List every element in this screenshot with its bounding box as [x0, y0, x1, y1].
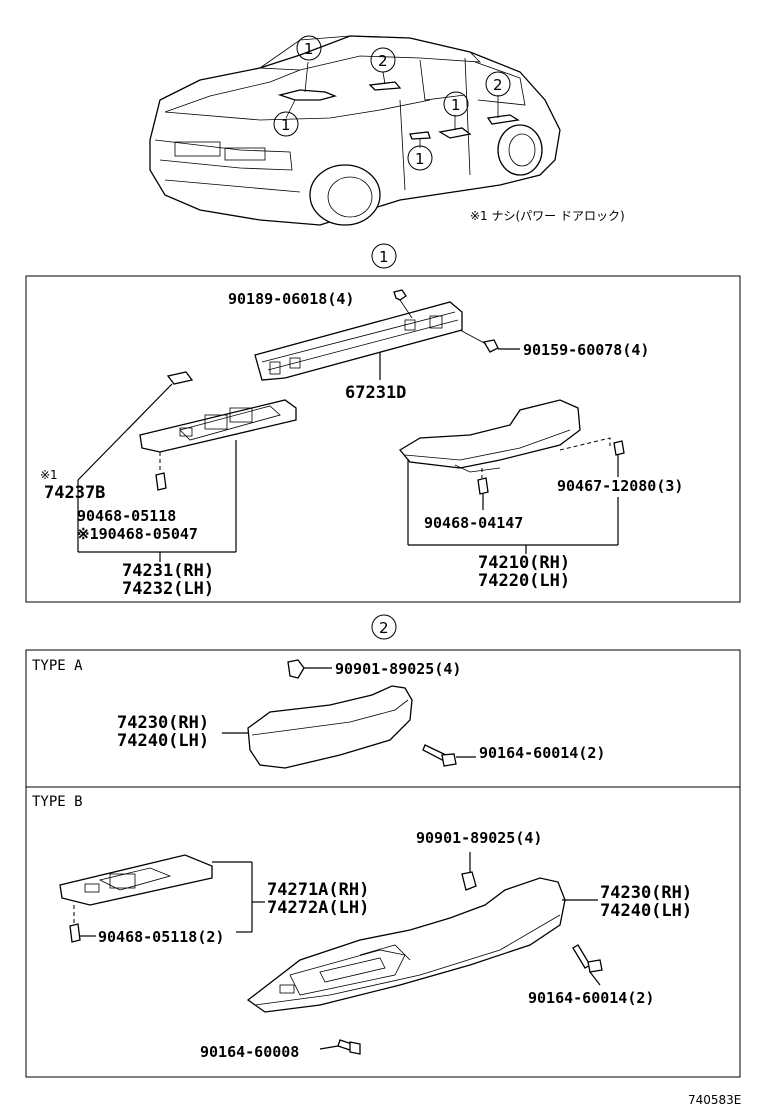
label-type-a-74230-rh: 74230(RH)	[117, 713, 209, 733]
car-illustration: 1 2 1 1 1 2	[149, 35, 561, 226]
label-90468-05118-2: 90468-05118(2)	[98, 928, 224, 946]
bracket-67231d	[254, 301, 463, 381]
type-b-title: TYPE B	[32, 794, 83, 810]
type-b-frame	[25, 786, 741, 1078]
section-1-callout: 1	[371, 243, 397, 269]
svg-text:1: 1	[304, 40, 314, 58]
callout-1-b: 1	[273, 111, 299, 137]
section-2-callout: 2	[371, 614, 397, 640]
svg-text:1: 1	[281, 116, 291, 134]
svg-text:2: 2	[379, 619, 389, 637]
label-74210-rh: 74210(RH)	[478, 553, 570, 573]
armrest-type-a	[247, 685, 413, 769]
label-90468-05118: 90468-05118	[77, 507, 176, 525]
label-74220-lh: 74220(LH)	[478, 571, 570, 591]
section-1-frame	[25, 275, 741, 603]
label-90164-60008: 90164-60008	[200, 1043, 299, 1061]
figure-id: 740583E	[688, 1093, 741, 1107]
switch-panel-74271a	[59, 854, 213, 906]
power-lock-note: ※1 ナシ(パワー ドアロック)	[470, 209, 625, 223]
label-74237b: 74237B	[44, 483, 105, 503]
armrest-type-b	[246, 877, 566, 1013]
type-a-title: TYPE A	[32, 658, 83, 674]
callout-2-a: 2	[370, 47, 396, 73]
label-90468-04147: 90468-04147	[424, 514, 523, 532]
svg-text:1: 1	[379, 248, 389, 266]
label-90467-12080: 90467-12080(3)	[557, 477, 683, 495]
label-74231-rh: 74231(RH)	[122, 561, 214, 581]
label-type-b-74240-lh: 74240(LH)	[600, 901, 692, 921]
svg-text:2: 2	[493, 76, 503, 94]
label-type-b-74230-rh: 74230(RH)	[600, 883, 692, 903]
svg-text:2: 2	[378, 52, 388, 70]
label-74232-lh: 74232(LH)	[122, 579, 214, 599]
cover-74237b	[166, 371, 194, 385]
label-74272a-lh: 74272A(LH)	[267, 898, 369, 918]
svg-text:1: 1	[415, 150, 425, 168]
label-74271a-rh: 74271A(RH)	[267, 880, 369, 900]
callout-1-c: 1	[443, 91, 469, 117]
label-type-a-74240-lh: 74240(LH)	[117, 731, 209, 751]
callout-2-b: 2	[485, 71, 511, 97]
label-type-a-90901-89025: 90901-89025(4)	[335, 660, 461, 678]
label-90159-60078: 90159-60078(4)	[523, 341, 649, 359]
label-90189-06018: 90189-06018(4)	[228, 290, 354, 308]
svg-text:1: 1	[451, 96, 461, 114]
label-67231d: 67231D	[345, 383, 406, 403]
label-type-b-90901-89025: 90901-89025(4)	[416, 829, 542, 847]
callout-1-a: 1	[296, 35, 322, 61]
label-type-a-90164-60014: 90164-60014(2)	[479, 744, 605, 762]
armrest-74210	[399, 399, 581, 473]
note-mark-1: ※1	[40, 468, 58, 482]
label-90468-05047: ※190468-05047	[77, 525, 198, 543]
callout-1-d: 1	[407, 145, 433, 171]
switch-panel-74231	[139, 399, 297, 453]
label-type-b-90164-60014: 90164-60014(2)	[528, 989, 654, 1007]
